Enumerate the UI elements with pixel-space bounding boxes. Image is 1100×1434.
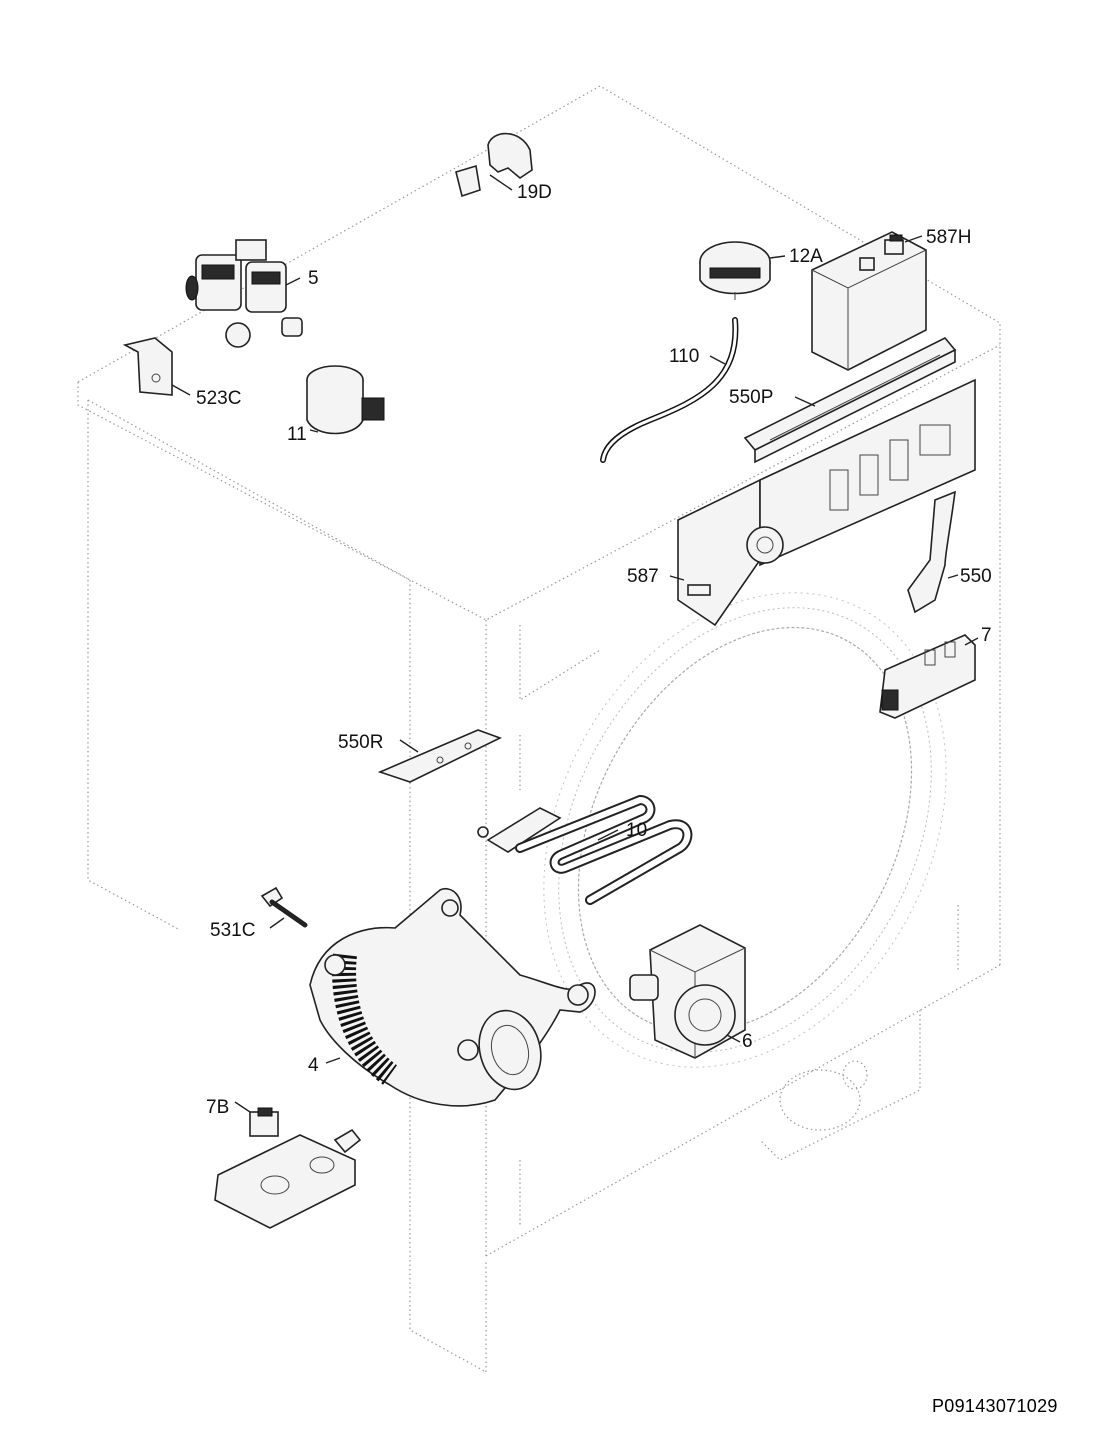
label-550P: 550P xyxy=(729,387,773,408)
part-4 xyxy=(309,888,596,1107)
front-panel-slots xyxy=(519,735,959,1225)
label-531C: 531C xyxy=(210,920,255,941)
part-12A xyxy=(699,241,786,300)
label-11: 11 xyxy=(287,424,307,445)
label-5: 5 xyxy=(308,268,319,289)
part-7B xyxy=(214,1101,362,1229)
diagram-code: P09143071029 xyxy=(932,1396,1058,1416)
part-10 xyxy=(477,794,693,905)
part-5 xyxy=(185,239,303,348)
label-6: 6 xyxy=(742,1031,753,1052)
part-19D xyxy=(455,132,533,198)
callout-labels: 19D 5 523C 11 12A 110 587H 550P 587 550 … xyxy=(196,182,992,1118)
label-110: 110 xyxy=(669,346,699,367)
label-7: 7 xyxy=(981,625,992,646)
part-550P xyxy=(743,337,957,464)
part-11 xyxy=(306,365,385,435)
part-550 xyxy=(907,490,959,614)
label-523C: 523C xyxy=(196,388,241,409)
part-7 xyxy=(879,634,979,719)
label-550R: 550R xyxy=(338,732,383,753)
label-550: 550 xyxy=(960,566,992,587)
label-4: 4 xyxy=(308,1055,319,1076)
part-587H xyxy=(811,231,927,371)
label-10: 10 xyxy=(626,820,647,841)
part-6 xyxy=(629,924,746,1059)
label-587: 587 xyxy=(627,566,659,587)
label-587H: 587H xyxy=(926,227,971,248)
label-7B: 7B xyxy=(206,1097,229,1118)
part-523C xyxy=(122,337,191,396)
label-19D: 19D xyxy=(517,182,552,203)
part-531C xyxy=(260,886,308,929)
drum xyxy=(543,592,947,1068)
part-587 xyxy=(669,378,976,627)
part-110 xyxy=(600,317,739,463)
label-12A: 12A xyxy=(789,246,823,267)
part-550R xyxy=(377,729,503,783)
